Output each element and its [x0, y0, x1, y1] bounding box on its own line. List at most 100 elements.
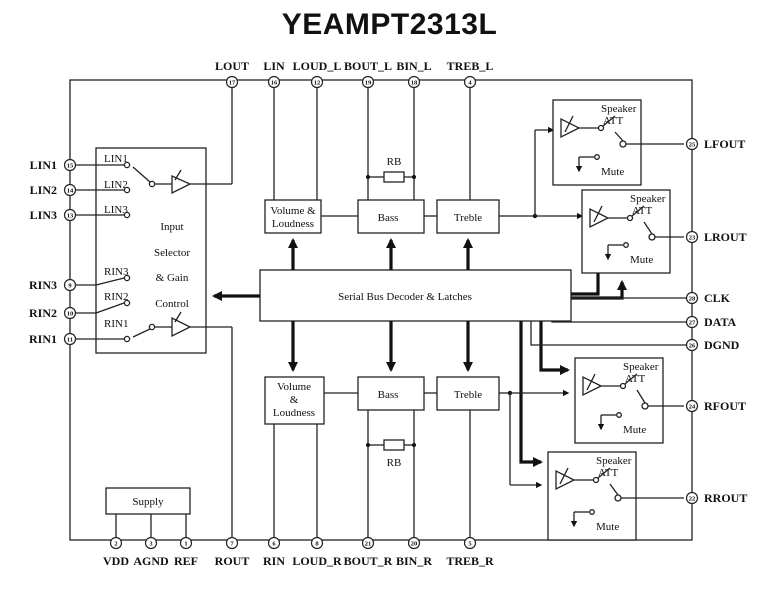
speaker-att-blocks: SpeakerATTMuteSpeakerATTMuteSpeakerATTMu… [547, 99, 684, 541]
volume-r-line1: Volume [277, 381, 311, 393]
rb-right: RB [387, 457, 402, 469]
mute-switch-icon [623, 242, 629, 248]
pin-number: 3 [149, 540, 153, 547]
pin-number: 17 [229, 79, 236, 86]
pin-rin1: 11 RIN1 [29, 332, 77, 346]
selector-in-lin3: LIN3 [104, 204, 128, 216]
pin-bin_l: 18 BIN_L [396, 59, 432, 89]
selector-title-3: & Gain [156, 272, 189, 284]
pin-label: REF [174, 554, 198, 568]
pin-number: 15 [67, 162, 74, 169]
pin-number: 20 [411, 540, 418, 547]
volume-l-line1: Volume & [270, 205, 316, 217]
pin-label: LOUT [215, 59, 249, 73]
treble-left-label: Treble [454, 212, 482, 224]
selector-title-4: Control [155, 298, 189, 310]
speaker-label-rr: Speaker [596, 455, 632, 467]
pin-number: 18 [411, 79, 418, 86]
pin-number: 11 [67, 336, 73, 343]
pin-number: 27 [689, 319, 696, 326]
pin-number: 10 [67, 310, 74, 317]
pin-label: BIN_L [396, 59, 431, 73]
pin-label: VDD [103, 554, 129, 568]
pin-label: LROUT [704, 230, 747, 244]
pin-lfout: 25 LFOUT [685, 137, 745, 151]
speaker-label-lr: Speaker [630, 193, 666, 205]
mute-switch-icon [589, 509, 595, 515]
pin-number: 26 [689, 342, 696, 349]
pin-label: BIN_R [396, 554, 432, 568]
pin-label: LFOUT [704, 137, 745, 151]
treble-right-label: Treble [454, 389, 482, 401]
bass-right: Bass [357, 376, 425, 411]
treble-right: Treble [436, 376, 500, 411]
amplifier-icon [560, 117, 581, 139]
pin-rrout: 22 RROUT [685, 491, 747, 505]
selector-in-lin2: LIN2 [104, 179, 128, 191]
pin-dgnd: 26 DGND [685, 338, 740, 352]
mute-switch-icon [594, 154, 600, 160]
pin-treb_l: 4 TREB_L [447, 59, 494, 89]
pin-label: AGND [133, 554, 169, 568]
volume-loudness-right: Volume & Loudness [264, 376, 325, 425]
pin-label: ROUT [215, 554, 250, 568]
att-label-lf: ATT [603, 115, 623, 127]
pin-label: TREB_L [447, 59, 494, 73]
pin-number: 7 [230, 540, 234, 547]
pin-label: TREB_R [446, 554, 494, 568]
supply-label: Supply [132, 496, 164, 508]
pin-number: 22 [689, 495, 696, 502]
selector-in-rin2: RIN2 [104, 291, 128, 303]
pin-label: RIN3 [29, 278, 57, 292]
pin-label: LIN2 [30, 183, 57, 197]
selector-in-rin1: RIN1 [104, 318, 128, 330]
pin-number: 28 [689, 295, 696, 302]
selector-title-2: Selector [154, 247, 190, 259]
bass-left: Bass [357, 199, 425, 234]
volume-r-line3: Loudness [273, 407, 315, 419]
pin-number: 2 [114, 540, 117, 547]
pin-label: LOUD_L [293, 59, 342, 73]
pin-number: 1 [184, 540, 187, 547]
pin-label: RIN2 [29, 306, 57, 320]
pin-number: 14 [67, 187, 74, 194]
att-label-lr: ATT [632, 205, 652, 217]
bass-left-label: Bass [378, 212, 399, 224]
pin-label: DGND [704, 338, 740, 352]
pin-number: 23 [689, 234, 696, 241]
pin-number: 16 [271, 79, 278, 86]
pin-label: RIN1 [29, 332, 57, 346]
mute-switch-icon [616, 412, 622, 418]
pin-number: 19 [365, 79, 372, 86]
pin-label: CLK [704, 291, 731, 305]
pin-number: 4 [468, 79, 472, 86]
left-pin-wires [75, 164, 125, 340]
pin-number: 5 [468, 540, 472, 547]
att-label-rr: ATT [598, 467, 618, 479]
selector-in-rin3: RIN3 [104, 266, 129, 278]
pin-lout: 17 LOUT [215, 59, 249, 89]
pin-label: BOUT_R [344, 554, 393, 568]
pin-label: RROUT [704, 491, 747, 505]
speaker-label-rf: Speaker [623, 361, 659, 373]
pin-number: 6 [272, 540, 276, 547]
selector-title-1: Input [160, 221, 183, 233]
pin-label: LOUD_R [292, 554, 342, 568]
serial-bus-decoder: Serial Bus Decoder & Latches [259, 269, 572, 322]
pin-number: 25 [689, 141, 696, 148]
amplifier-icon [589, 207, 610, 229]
